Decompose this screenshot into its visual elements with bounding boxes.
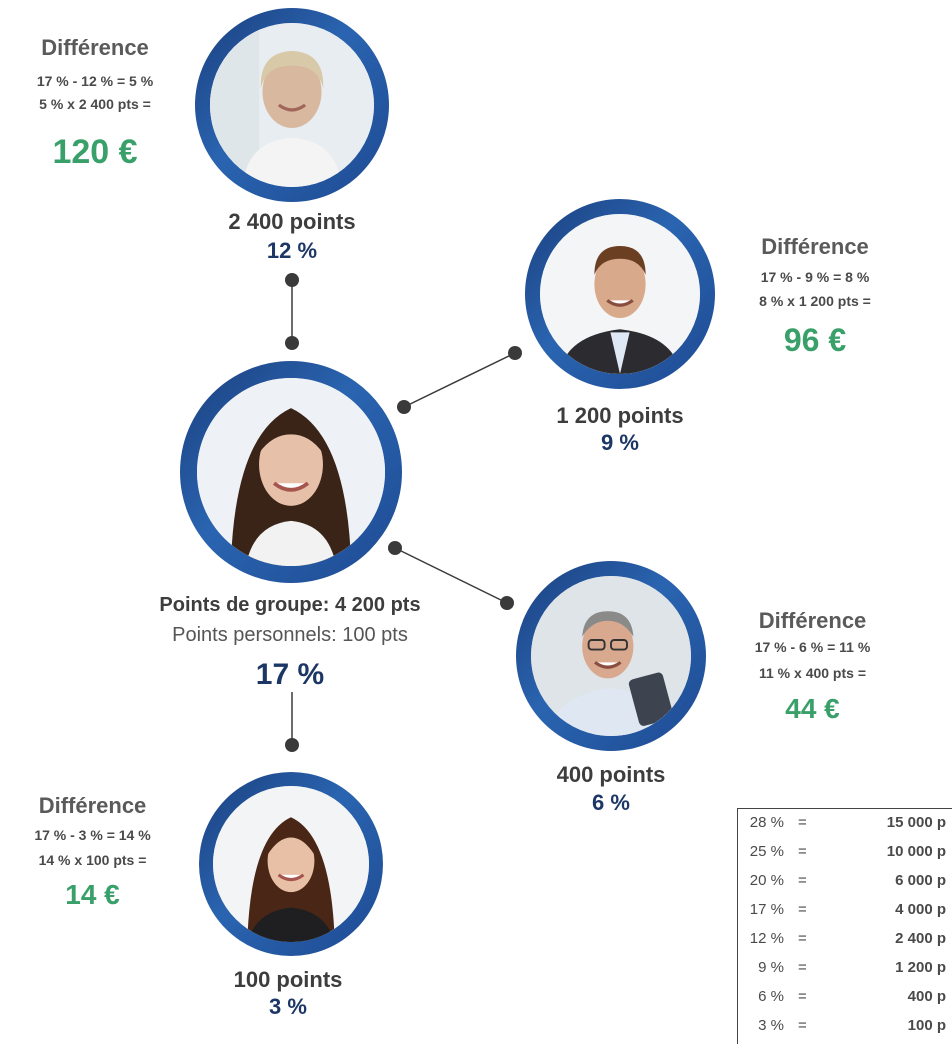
portrait-man-suit xyxy=(540,214,700,374)
avatar-right-bottom xyxy=(516,561,706,751)
avatar-top xyxy=(195,8,389,202)
link-center-righttop xyxy=(403,352,516,408)
diff-line-top-2: 5 % x 2 400 pts = xyxy=(39,96,151,112)
group-points: Points de groupe: 4 200 pts xyxy=(159,594,421,616)
table-row: 17 % = 4 000 p xyxy=(738,896,952,925)
portrait-woman-young xyxy=(213,786,369,942)
amount-right-top: 96 € xyxy=(783,322,847,358)
table-eq: = xyxy=(798,843,807,860)
table-value: 2 400 p xyxy=(895,930,946,947)
table-value: 10 000 p xyxy=(886,843,946,860)
avatar-right-top xyxy=(525,199,715,389)
table-pct: 20 % xyxy=(749,872,784,889)
table-row: 3 % = 100 p xyxy=(738,1012,952,1041)
connector-dot xyxy=(285,273,299,287)
table-row: 25 % = 10 000 p xyxy=(738,838,952,867)
points-top: 2 400 points xyxy=(228,209,356,234)
table-value: 4 000 p xyxy=(895,901,946,918)
table-row: 9 % = 1 200 p xyxy=(738,954,952,983)
table-value: 400 p xyxy=(907,988,946,1005)
personal-points: Points personnels: 100 pts xyxy=(172,624,408,646)
pct-center: 17 % xyxy=(255,658,325,691)
avatar-center xyxy=(180,361,402,583)
table-eq: = xyxy=(798,901,807,918)
connector-dot xyxy=(500,596,514,610)
avatar-bottom xyxy=(199,772,383,956)
link-center-rightbottom xyxy=(394,547,508,604)
table-value: 100 p xyxy=(907,1017,946,1034)
table-row: 28 % = 15 000 p xyxy=(738,809,952,838)
table-row: 20 % = 6 000 p xyxy=(738,867,952,896)
portrait-woman-brunette xyxy=(197,378,385,566)
percent-points-table: 28 % = 15 000 p 25 % = 10 000 p 20 % = 6… xyxy=(737,808,952,1044)
table-pct: 25 % xyxy=(749,843,784,860)
table-eq: = xyxy=(798,1017,807,1034)
table-eq: = xyxy=(798,959,807,976)
diff-line-right-bottom-1: 17 % - 6 % = 11 % xyxy=(754,639,871,655)
amount-top: 120 € xyxy=(52,133,138,171)
table-eq: = xyxy=(798,988,807,1005)
connector-dot xyxy=(285,738,299,752)
table-pct: 9 % xyxy=(758,959,784,976)
table-pct: 28 % xyxy=(749,814,784,831)
pct-right-bottom: 6 % xyxy=(592,790,630,815)
table-pct: 3 % xyxy=(758,1017,784,1034)
pct-right-top: 9 % xyxy=(601,430,639,455)
diff-line-bottom-1: 17 % - 3 % = 14 % xyxy=(34,827,151,843)
table-row: 6 % = 400 p xyxy=(738,983,952,1012)
diff-title-right-bottom: Différence xyxy=(758,608,867,633)
connector-dot xyxy=(508,346,522,360)
table-pct: 12 % xyxy=(749,930,784,947)
table-value: 1 200 p xyxy=(895,959,946,976)
pct-bottom: 3 % xyxy=(269,994,307,1019)
table-pct: 17 % xyxy=(749,901,784,918)
table-value: 6 000 p xyxy=(895,872,946,889)
connector-dot xyxy=(285,336,299,350)
points-right-bottom: 400 points xyxy=(556,762,666,787)
diff-line-right-top-2: 8 % x 1 200 pts = xyxy=(759,293,871,309)
diff-title-bottom: Différence xyxy=(38,793,147,818)
diff-line-right-bottom-2: 11 % x 400 pts = xyxy=(758,665,867,681)
portrait-man-glasses xyxy=(531,576,691,736)
amount-bottom: 14 € xyxy=(65,879,120,910)
table-eq: = xyxy=(798,814,807,831)
points-bottom: 100 points xyxy=(233,967,343,992)
table-row: 12 % = 2 400 p xyxy=(738,925,952,954)
diff-title-right-top: Différence xyxy=(761,234,869,259)
diff-line-right-top-1: 17 % - 9 % = 8 % xyxy=(760,269,870,285)
table-pct: 6 % xyxy=(758,988,784,1005)
table-eq: = xyxy=(798,930,807,947)
portrait-woman-blonde xyxy=(210,23,374,187)
points-right-top: 1 200 points xyxy=(556,403,684,428)
diff-title-top: Différence xyxy=(41,35,149,60)
connector-dot xyxy=(388,541,402,555)
diff-line-top-1: 17 % - 12 % = 5 % xyxy=(36,73,154,89)
connector-dot xyxy=(397,400,411,414)
table-eq: = xyxy=(798,872,807,889)
table-value: 15 000 p xyxy=(886,814,946,831)
diff-line-bottom-2: 14 % x 100 pts = xyxy=(38,852,147,868)
amount-right-bottom: 44 € xyxy=(785,693,840,724)
pct-top: 12 % xyxy=(266,238,318,263)
